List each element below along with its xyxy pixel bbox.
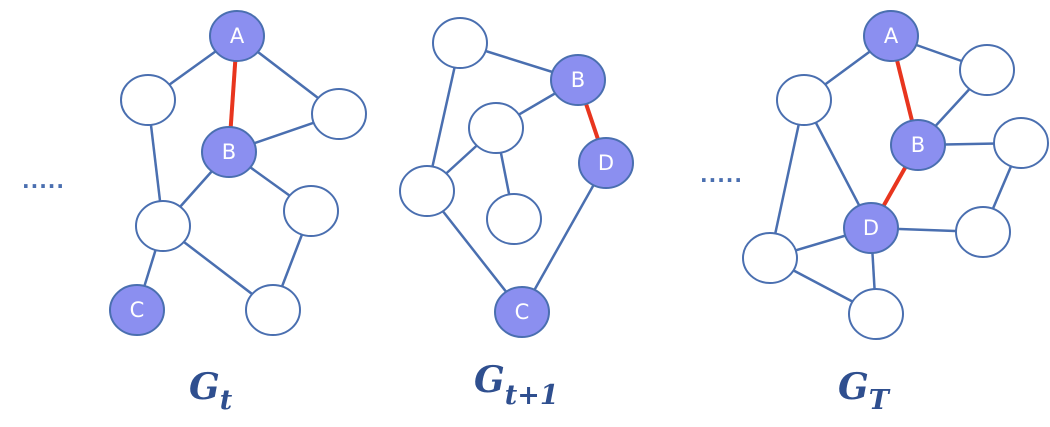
gT-node-shape-p4: [955, 206, 1011, 258]
graph-title-gT-base: G: [838, 366, 869, 408]
gT-node-plain-7: [742, 232, 798, 284]
gT-node-plain-4: [993, 117, 1049, 169]
gt-node-label-A: A: [230, 24, 245, 48]
gt-node-A: A: [209, 10, 265, 62]
gT-node-shape-p1: [776, 74, 832, 126]
gT-node-shape-B: [890, 119, 946, 171]
gt1-node-B: B: [550, 54, 606, 106]
gt1-node-shape-C: [494, 286, 550, 338]
gT-node-B: B: [890, 119, 946, 171]
gt1-node-plain-4: [399, 165, 455, 217]
graph-title-gt1-sub: t+1: [505, 380, 559, 411]
gt-node-B: B: [201, 126, 257, 178]
gT-node-plain-6: [955, 206, 1011, 258]
graph-title-gt-base: G: [189, 366, 220, 408]
gT-node-plain-1: [776, 74, 832, 126]
gt-node-plain-7: [245, 284, 301, 336]
gT-node-shape-p2: [959, 44, 1015, 96]
gT-node-shape-p6: [848, 288, 904, 340]
gt-node-label-B: B: [222, 140, 236, 164]
graph-title-gt1-base: G: [474, 359, 505, 401]
gT-node-shape-p5: [742, 232, 798, 284]
gt1-node-shape-m3: [399, 165, 455, 217]
gt1-node-label-B: B: [571, 68, 585, 92]
gt1-node-D: D: [578, 137, 634, 189]
gt1-node-shape-m1: [432, 17, 488, 69]
gT-node-label-A: A: [884, 24, 899, 48]
gt-node-shape-B: [201, 126, 257, 178]
graph-title-gt: Gt: [189, 366, 233, 416]
ellipsis-left: .....: [22, 169, 65, 193]
gt-node-shape-n2: [311, 88, 367, 140]
graph-title-gT-sub: T: [869, 385, 891, 416]
gt-node-plain-2: [311, 88, 367, 140]
gT-node-label-B: B: [911, 133, 925, 157]
gt1-node-C: C: [494, 286, 550, 338]
gt-node-plain-5: [283, 185, 339, 237]
gt1-node-label-D: D: [598, 151, 614, 175]
gt-node-plain-1: [120, 74, 176, 126]
graph-title-gt1: Gt+1: [474, 359, 559, 411]
gT-node-plain-8: [848, 288, 904, 340]
graph-title-gt-sub: t: [220, 385, 233, 416]
ellipsis-middle: .....: [700, 163, 743, 187]
gt-node-shape-n5: [245, 284, 301, 336]
gT-edge-p1-p5: [768, 99, 806, 259]
gt-node-shape-C: [109, 284, 165, 336]
gt1-node-plain-0: [432, 17, 488, 69]
gt-node-plain-4: [135, 200, 191, 252]
gt-node-shape-n1: [120, 74, 176, 126]
gt1-node-label-C: C: [515, 300, 530, 324]
gT-node-plain-2: [959, 44, 1015, 96]
gt1-node-shape-m2: [468, 102, 524, 154]
gt-node-label-C: C: [130, 298, 145, 322]
gt1-node-plain-2: [468, 102, 524, 154]
gt1-node-shape-D: [578, 137, 634, 189]
nodes-layer: A B C B D C A B D: [109, 10, 1049, 340]
gt-node-shape-n3: [135, 200, 191, 252]
gT-node-shape-A: [863, 10, 919, 62]
gt-node-C: C: [109, 284, 165, 336]
graph-title-gT: GT: [838, 366, 891, 416]
gt1-node-plain-5: [486, 193, 542, 245]
gT-node-label-D: D: [863, 216, 879, 240]
gt1-node-shape-B: [550, 54, 606, 106]
gT-node-shape-D: [843, 202, 899, 254]
gt1-edge-D-C: [520, 162, 608, 313]
gt-node-shape-n4: [283, 185, 339, 237]
gT-node-D: D: [843, 202, 899, 254]
gT-node-shape-p3: [993, 117, 1049, 169]
gt-node-shape-A: [209, 10, 265, 62]
gT-node-A: A: [863, 10, 919, 62]
gt1-node-shape-m4: [486, 193, 542, 245]
